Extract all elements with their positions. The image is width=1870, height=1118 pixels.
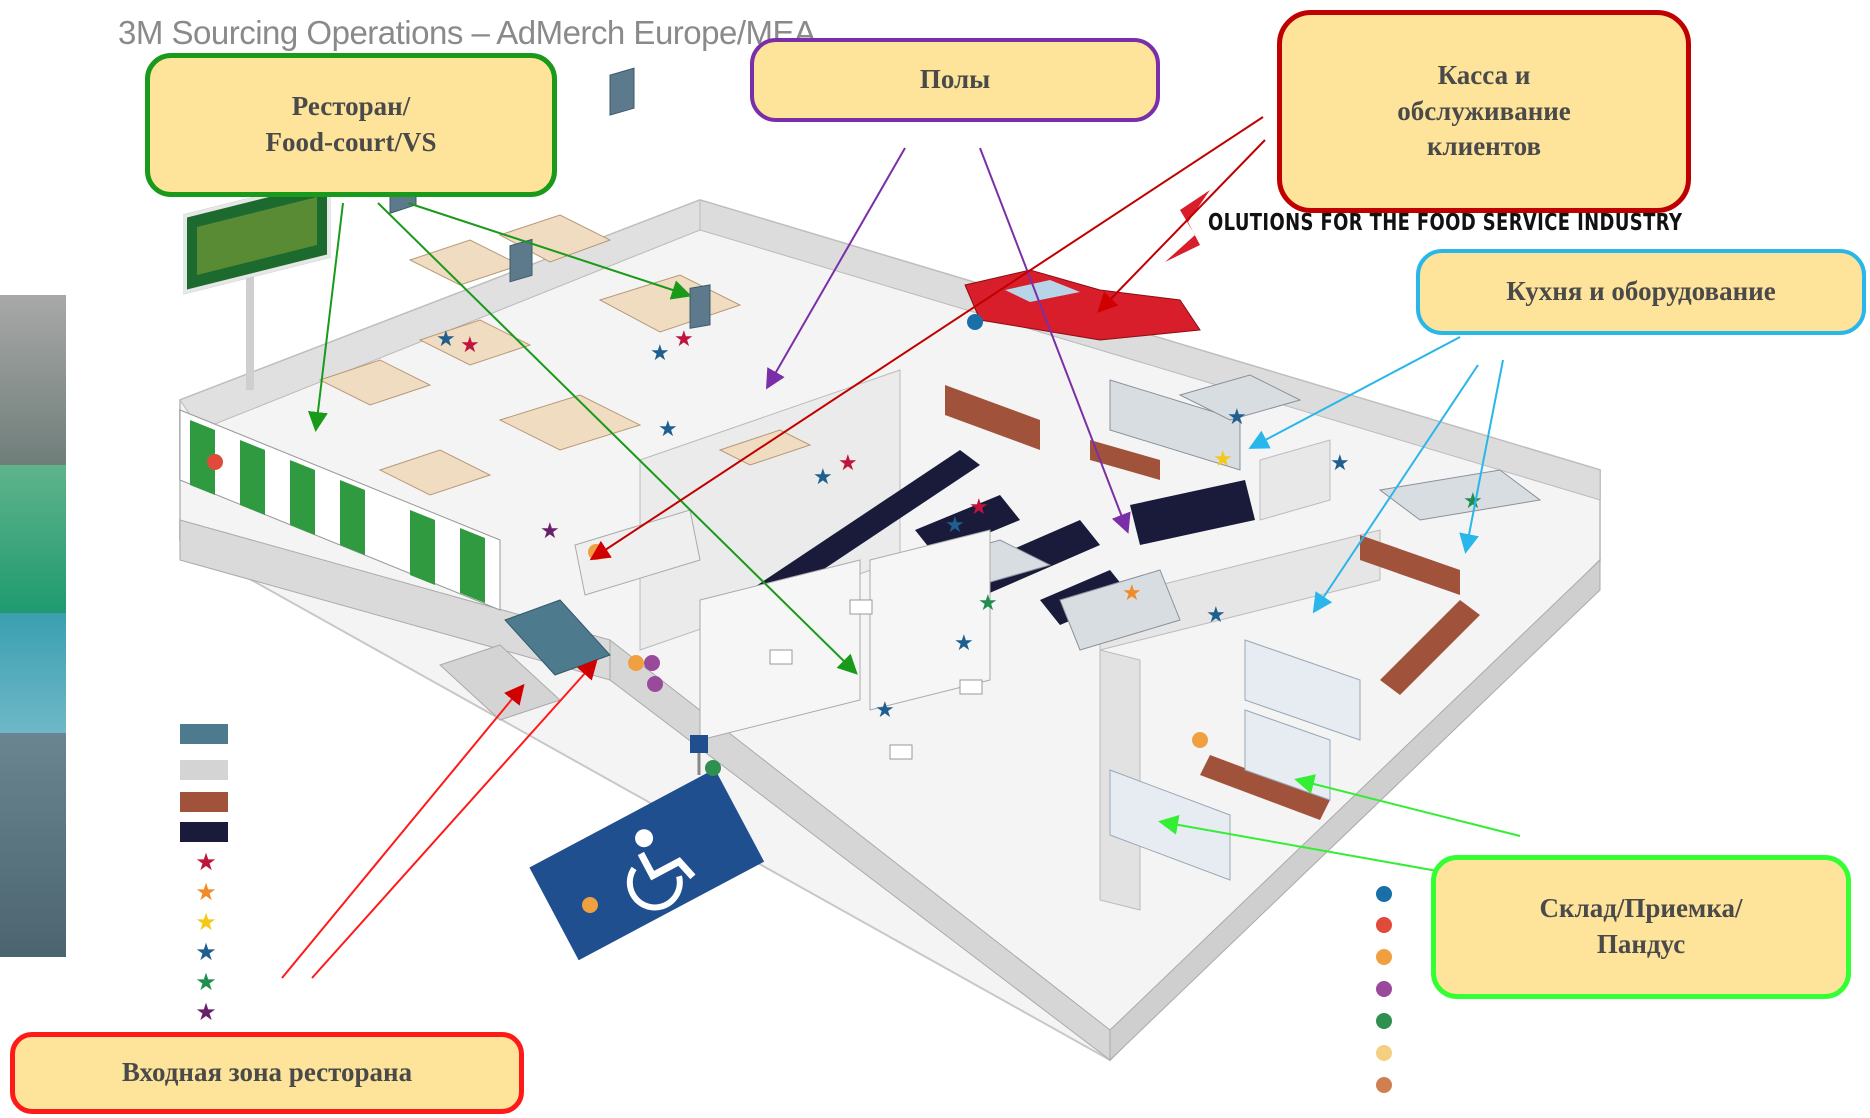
- legend-dot-green: [1376, 1013, 1392, 1029]
- svg-text:★: ★: [540, 519, 560, 544]
- svg-text:★: ★: [1206, 603, 1226, 628]
- legend-dot-tan: [1376, 1077, 1392, 1093]
- legend-swatch-grey: [180, 760, 228, 780]
- svg-text:★: ★: [658, 417, 678, 442]
- legend-star-green: ★: [195, 968, 217, 996]
- page-header: 3M Sourcing Operations – AdMerch Europe/…: [118, 14, 816, 51]
- svg-text:★: ★: [969, 495, 989, 520]
- svg-text:★: ★: [1227, 405, 1247, 430]
- callout-floors: Полы: [750, 38, 1160, 122]
- svg-text:★: ★: [1330, 451, 1350, 476]
- svg-text:★: ★: [1122, 581, 1142, 606]
- svg-text:★: ★: [945, 513, 965, 538]
- callout-restaurant-food-court: Ресторан/Food-court/VS: [145, 53, 557, 197]
- legend-swatch-brown: [180, 792, 228, 812]
- legend-star-blue: ★: [195, 938, 217, 966]
- legend-swatch-blue: [180, 724, 228, 744]
- legend-swatch-dark: [180, 822, 228, 842]
- svg-text:★: ★: [954, 631, 974, 656]
- svg-text:★: ★: [875, 698, 895, 723]
- callout-storage-receiving-ramp: Склад/Приемка/Пандус: [1431, 855, 1851, 999]
- legend-dot-blue: [1376, 886, 1392, 902]
- legend-star-red: ★: [195, 848, 217, 876]
- legend-dot-light-orange: [1376, 1045, 1392, 1061]
- legend-dot-red: [1376, 917, 1392, 933]
- svg-text:★: ★: [674, 327, 694, 352]
- legend-swatches: [180, 724, 228, 842]
- svg-text:★: ★: [838, 451, 858, 476]
- legend-dot-orange: [1376, 949, 1392, 965]
- svg-text:★: ★: [1463, 489, 1483, 514]
- callout-kitchen-equipment: Кухня и оборудование: [1416, 249, 1866, 335]
- legend-star-orange: ★: [195, 878, 217, 906]
- legend-stars: ★ ★ ★ ★ ★ ★: [195, 848, 217, 1026]
- legend-dot-purple: [1376, 981, 1392, 997]
- left-photo-strip: [0, 295, 66, 957]
- svg-text:★: ★: [460, 333, 480, 358]
- svg-text:★: ★: [650, 341, 670, 366]
- svg-text:★: ★: [813, 465, 833, 490]
- svg-text:★: ★: [978, 591, 998, 616]
- legend-dots: [1376, 886, 1392, 1093]
- svg-text:★: ★: [436, 327, 456, 352]
- legend-star-yellow: ★: [195, 908, 217, 936]
- food-service-logo-text: OLUTIONS FOR THE FOOD SERVICE INDUSTRY: [1208, 210, 1683, 236]
- svg-text:★: ★: [1213, 447, 1233, 472]
- callout-restaurant-entrance: Входная зона ресторана: [10, 1032, 524, 1114]
- legend-star-purple: ★: [195, 998, 217, 1026]
